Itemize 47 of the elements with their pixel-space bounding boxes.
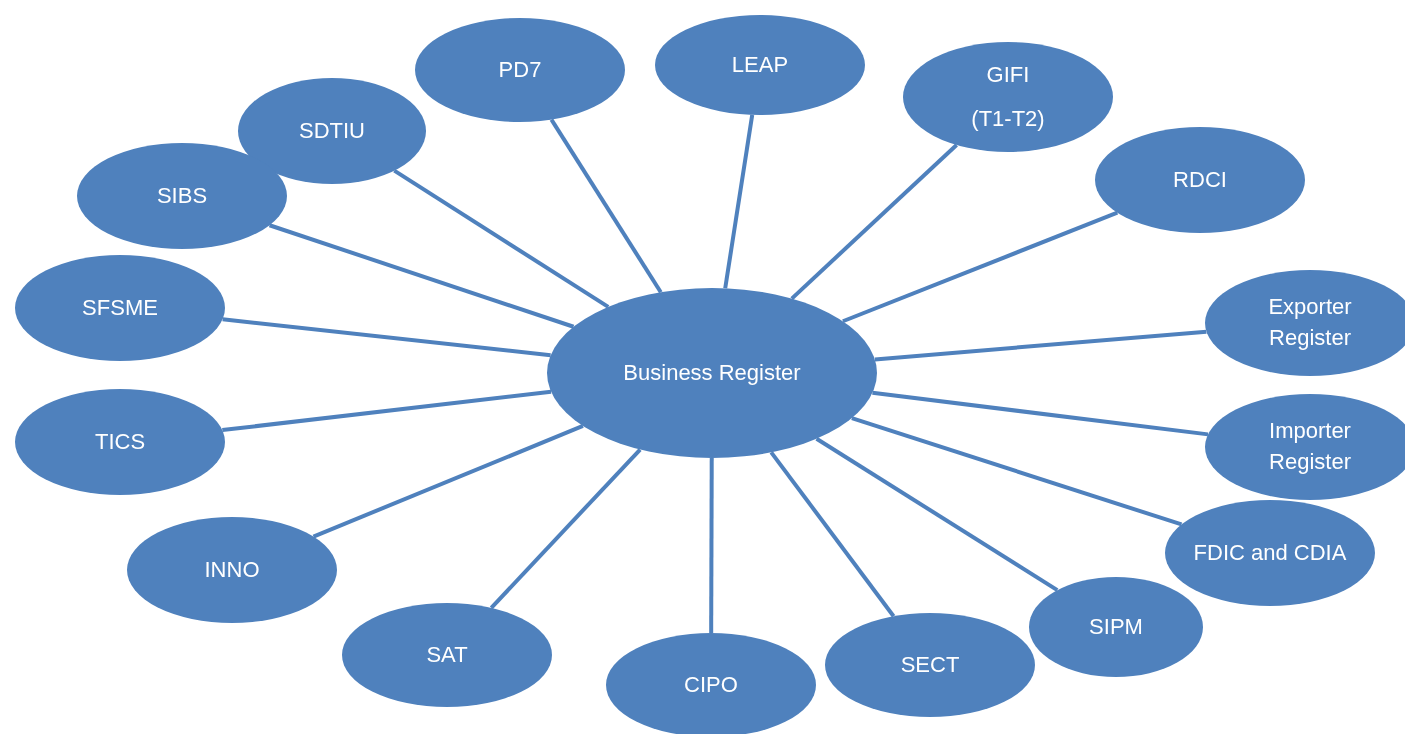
node-label: LEAP [731,50,789,79]
node-label: Exporter Register [1267,293,1353,352]
node-label: SIBS [156,181,208,210]
node-label: SFSME [82,293,158,322]
ellipse-node [342,603,552,707]
node-label: GIFI (T1-T2) [970,61,1046,133]
node-label: SECT [900,650,960,679]
ellipse-node [415,18,625,122]
connector-line [489,448,642,610]
node-label: CIPO [684,670,738,699]
connector-line [312,424,584,539]
connector-line [790,143,958,301]
ellipse-node [903,42,1113,152]
ellipse-node [127,517,337,623]
ellipse-node [15,389,225,495]
ellipse-node [238,78,426,184]
ellipse-node [655,15,865,115]
ellipse-node [15,255,225,361]
ellipse-node [1029,577,1203,677]
node-label: SDTIU [299,116,365,145]
connector-line [393,169,610,309]
connector-line [709,458,714,633]
node-label: RDCI [1173,165,1227,194]
connector-line [815,437,1059,592]
node-label: FDIC and CDIA [1193,538,1347,567]
node-label: SAT [426,640,468,669]
node-label: INNO [204,555,260,584]
connector-line [874,329,1207,362]
connector-line [549,118,663,294]
connector-line [769,451,896,618]
ellipse-node [547,288,877,458]
node-label: Business Register [623,358,801,387]
connector-line [222,317,551,358]
ellipse-node [1095,127,1305,233]
ellipse-node [1165,500,1375,606]
node-label: TICS [94,427,146,456]
connector-line [842,210,1119,324]
node-label: SIPM [1089,612,1143,641]
ellipse-node [77,143,287,249]
connector-line [872,390,1209,437]
node-label: Importer Register [1268,417,1352,476]
connector-line [268,223,575,329]
node-label: PD7 [498,55,542,84]
connector-line [723,114,755,289]
connector-line [851,416,1183,527]
connector-line [222,389,552,433]
ellipse-node [825,613,1035,717]
